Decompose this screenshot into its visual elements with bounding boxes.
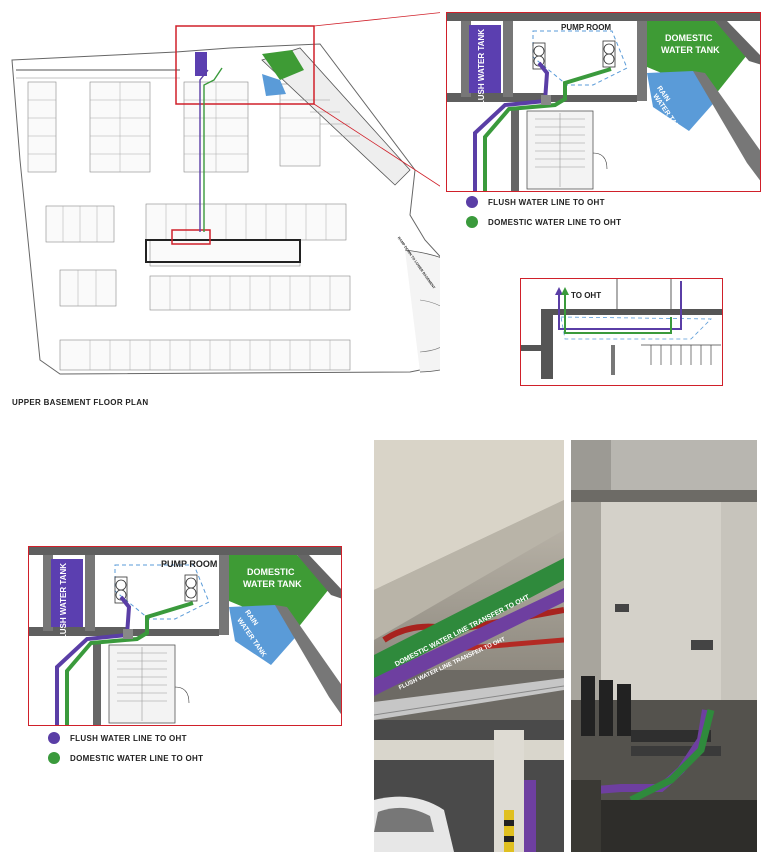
zoom-detail-drawing-lower (29, 547, 341, 725)
section-to-oht-label: TO OHT (571, 291, 602, 300)
legend-flush-bottom: FLUSH WATER LINE TO OHT (48, 732, 187, 744)
photo-pump-room (571, 440, 757, 852)
domestic-legend-dot (466, 216, 478, 228)
zoom-detail-drawing (447, 13, 760, 191)
photo-ceiling-pipes-illustration (374, 440, 564, 852)
photo-pump-room-illustration (571, 440, 757, 852)
photo-ceiling-pipes: DOMESTIC WATER LINE TRANSFER TO OHT FLUS… (374, 440, 564, 852)
domestic-legend-text-lower: DOMESTIC WATER LINE TO OHT (70, 753, 204, 763)
section-detail-drawing (521, 279, 722, 379)
domestic-legend-text: DOMESTIC WATER LINE TO OHT (488, 217, 622, 227)
zoom-detail-frame: FLUSH WATER TANK PUMP ROOM DOMESTIC WATE… (446, 12, 761, 192)
legend-domestic-bottom: DOMESTIC WATER LINE TO OHT (48, 752, 203, 764)
flush-legend-text: FLUSH WATER LINE TO OHT (488, 197, 605, 207)
domestic-legend-dot-lower (48, 752, 60, 764)
plan-caption: UPPER BASEMENT FLOOR PLAN (12, 398, 149, 407)
lower-domestic-tank-label-1: DOMESTIC (247, 567, 295, 577)
floor-plan-drawing (11, 12, 440, 375)
zoom-domestic-tank-label-1: DOMESTIC (665, 33, 713, 43)
flush-legend-dot-lower (48, 732, 60, 744)
lower-pump-room-label: PUMP ROOM (161, 559, 218, 569)
legend-domestic-top: DOMESTIC WATER LINE TO OHT (466, 216, 621, 228)
lower-domestic-tank-label-2: WATER TANK (243, 579, 302, 589)
flush-legend-text-lower: FLUSH WATER LINE TO OHT (70, 733, 187, 743)
zoom-flush-tank-label: FLUSH WATER TANK (477, 29, 486, 111)
zoom-pump-room-label: PUMP ROOM (561, 23, 612, 32)
zoom-domestic-tank-label-2: WATER TANK (661, 45, 720, 55)
section-detail-frame: TO OHT (520, 278, 723, 386)
flush-legend-dot (466, 196, 478, 208)
zoom-detail-frame-lower: FLUSH WATER TANK PUMP ROOM DOMESTIC WATE… (28, 546, 342, 726)
lower-flush-tank-label: FLUSH WATER TANK (59, 563, 68, 645)
legend-flush-top: FLUSH WATER LINE TO OHT (466, 196, 605, 208)
